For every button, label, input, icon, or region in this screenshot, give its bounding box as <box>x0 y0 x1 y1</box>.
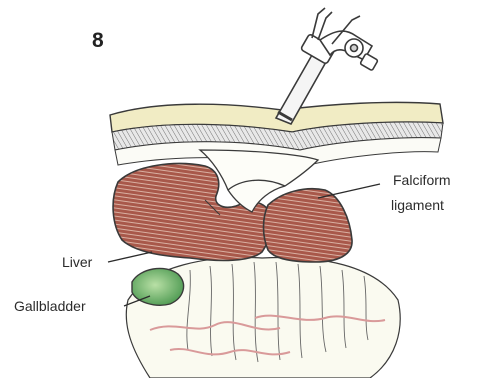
liver-label: Liver <box>62 254 92 271</box>
falciform-label-line1: Falciform <box>393 172 451 189</box>
falciform-label-line2: ligament <box>391 197 444 214</box>
figure-number: 8 <box>92 32 104 49</box>
gallbladder-label: Gallbladder <box>14 298 86 315</box>
